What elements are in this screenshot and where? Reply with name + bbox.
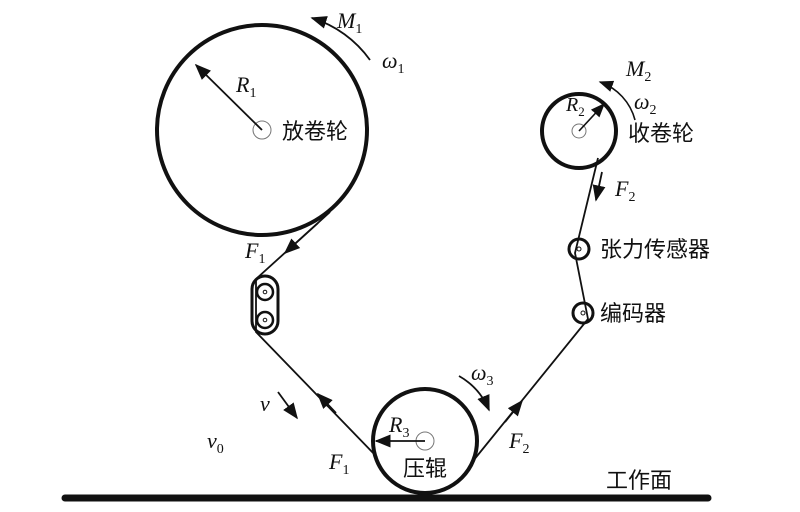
f2-arrow-top — [592, 171, 606, 202]
omega3-arrow — [458, 375, 490, 412]
unwind-roller-hub — [252, 120, 272, 140]
press-roller — [371, 387, 479, 495]
tension-sensor-roller — [567, 237, 591, 261]
moment-m2-arrow — [598, 80, 636, 121]
encoder-dot — [580, 310, 586, 316]
unwind-roller-label: 放卷轮 — [282, 120, 348, 145]
velocity-arrow — [277, 391, 298, 420]
f1-arrow-bottom — [316, 392, 337, 414]
radius-r1-arrow — [194, 63, 263, 131]
velocity-label: v — [260, 391, 270, 416]
guide-roller-top — [255, 282, 275, 302]
guide-roller-bottom — [255, 310, 275, 330]
tape-path-right — [472, 157, 599, 462]
guide-roller-bottom-dot — [262, 317, 268, 323]
omega1-label: ω1 — [382, 48, 405, 77]
f1-label-bottom: F1 — [328, 449, 349, 478]
moment-m1-arrow — [310, 16, 371, 61]
radius-r2-arrow — [578, 102, 605, 132]
f1-arrow-top — [283, 222, 319, 255]
m1-label: M1 — [336, 8, 362, 37]
omega2-label: ω2 — [634, 89, 657, 118]
work-surface-label: 工作面 — [606, 469, 672, 494]
rewind-roller — [540, 92, 618, 170]
f2-label-bottom: F2 — [508, 428, 529, 457]
v0-label: v0 — [207, 428, 224, 457]
encoder-label: 编码器 — [600, 302, 666, 327]
f2-label-top: F2 — [614, 176, 635, 205]
r2-label: R2 — [565, 94, 585, 119]
press-roller-label: 压辊 — [403, 457, 447, 482]
guide-roller-top-dot — [262, 289, 268, 295]
rewind-roller-hub — [571, 123, 587, 139]
m2-label: M2 — [625, 56, 651, 85]
tape-path-left — [255, 211, 378, 458]
r3-label: R3 — [388, 412, 409, 441]
guide-roller-frame — [250, 274, 280, 336]
f1-label-top: F1 — [244, 238, 265, 267]
encoder-roller — [571, 301, 595, 325]
omega3-label: ω3 — [471, 360, 494, 389]
tension-sensor-label: 张力传感器 — [600, 238, 710, 263]
f2-arrow-bottom — [504, 399, 524, 423]
r1-label: R1 — [235, 72, 256, 101]
tension-sensor-dot — [576, 246, 582, 252]
unwind-roller — [155, 23, 369, 237]
rewind-roller-label: 收卷轮 — [628, 122, 694, 147]
